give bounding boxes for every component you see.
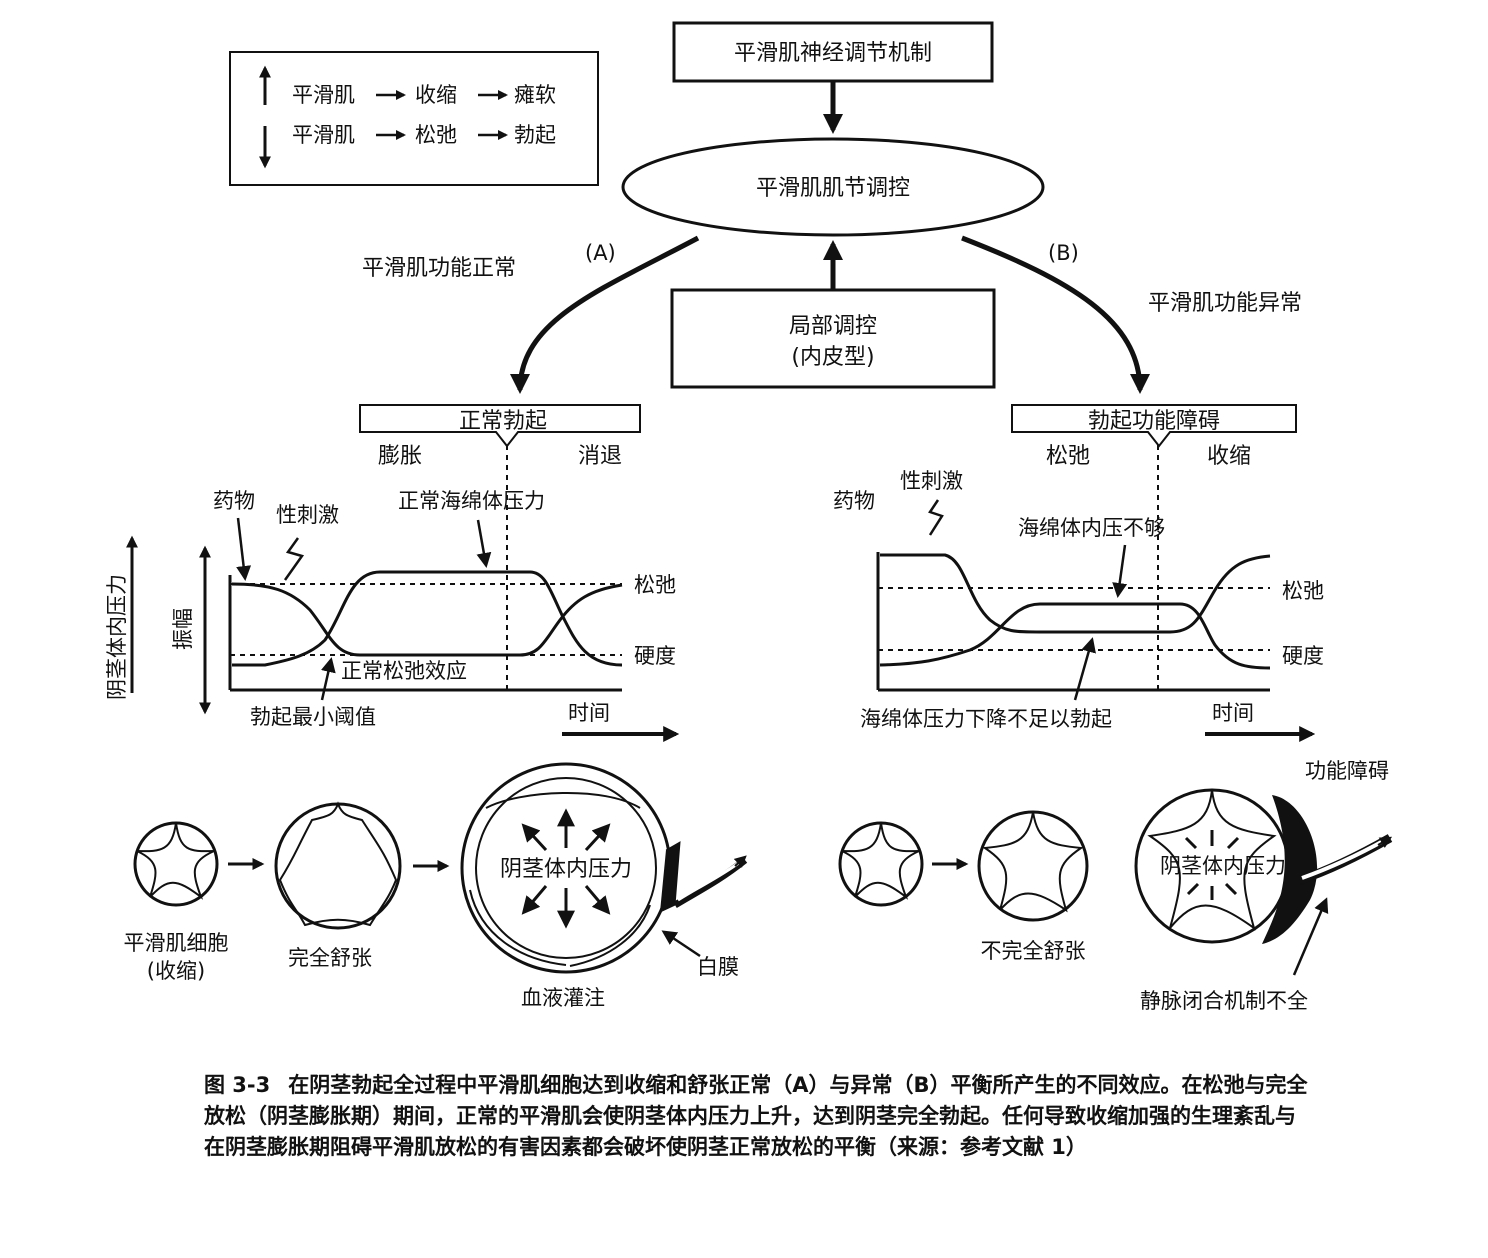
right-relax-curve [880,553,1271,634]
legend-row2-a: 平滑肌 [292,123,355,147]
right-time-label: 时间 [1212,701,1254,725]
insufficient-cell [1134,788,1393,944]
left-y-axis-inner: 振幅 [171,608,195,650]
right-pressure-curve [879,602,1271,670]
lightning-icon [283,537,305,581]
contracted-cell [133,821,219,907]
left-panel: 正常勃起 膨胀 消退 药物 性刺激 正常海绵体压力 阴茎体内压力 振幅 松弛 硬… [105,404,680,742]
local-regulation-box: 局部调控 (内皮型) [670,288,996,389]
right-drug: 药物 [833,489,875,513]
legend-box: 平滑肌 收缩 瘫软 平滑肌 松弛 勃起 [229,51,599,186]
sarcomere-regulation-label: 平滑肌肌节调控 [756,176,910,201]
left-relax-curve [231,582,623,657]
right-pressure-label: 海绵体内压不够 [1018,516,1165,540]
dysfunction-label: 功能障碍 [1305,759,1389,783]
lightning-icon [928,499,944,536]
legend-row1-c: 瘫软 [514,83,556,107]
dilated-cell [274,801,402,930]
partial-dilation-label: 不完全舒张 [981,939,1086,963]
cell-label-1: 平滑肌细胞 [124,931,229,955]
legend-row2-b: 松弛 [415,123,457,147]
left-phase-left: 膨胀 [378,444,422,469]
left-phase-right: 消退 [578,444,622,469]
full-dilation-label: 完全舒张 [288,946,372,970]
branch-a-label: 平滑肌功能正常 [362,256,516,281]
partial-dilated-cell [977,810,1089,922]
venous-label: 静脉闭合机制不全 [1140,989,1308,1013]
right-phase-left: 松弛 [1046,444,1090,469]
local-regulation-line1: 局部调控 [789,314,877,339]
right-inner-pressure: 阴茎体内压力 [1160,854,1286,878]
left-y-axis-outer: 阴茎体内压力 [105,574,129,700]
neural-regulation-label: 平滑肌神经调节机制 [734,41,932,66]
neural-regulation-box: 平滑肌神经调节机制 [672,21,994,83]
branch-b-arrow [961,235,1150,394]
right-banner: 勃起功能障碍 [1088,409,1220,434]
caption-text: 在阴茎勃起全过程中平滑肌细胞达到收缩和舒张正常（A）与异常（B）平衡所产生的不同… [204,1073,1308,1159]
left-pressure-curve [232,570,623,667]
perfused-cell [460,762,748,974]
caption-label: 图 3-3 [204,1073,271,1097]
left-min-threshold: 勃起最小阈值 [250,705,376,729]
legend-row1-b: 收缩 [415,83,457,107]
right-pressure-drop: 海绵体压力下降不足以勃起 [860,707,1112,731]
left-inner-pressure: 阴茎体内压力 [500,857,632,882]
sarcomere-regulation-ellipse: 平滑肌肌节调控 [621,137,1045,237]
left-relax-label: 松弛 [634,573,676,597]
branch-a-arrow [510,235,700,394]
branch-b-label: 平滑肌功能异常 [1148,291,1302,316]
local-regulation-line2: (内皮型) [791,345,874,370]
right-panel: 勃起功能障碍 松弛 收缩 药物 性刺激 海绵体内压不够 松弛 硬度 海绵体压力下… [833,404,1324,742]
left-time-label: 时间 [568,701,610,725]
legend-row2-c: 勃起 [514,123,556,147]
left-drug: 药物 [213,489,255,513]
blood-label: 血液灌注 [521,986,605,1010]
left-hard-label: 硬度 [634,644,676,668]
contracted-cell [838,821,924,907]
right-hard-label: 硬度 [1282,644,1324,668]
right-stim: 性刺激 [900,469,963,493]
left-pressure-label: 正常海绵体压力 [398,489,545,513]
right-relax-label: 松弛 [1282,579,1324,603]
left-normal-relax-effect: 正常松弛效应 [341,659,467,683]
tunica-label: 白膜 [697,955,739,979]
branch-a-tag: (A) [585,241,616,265]
left-stim: 性刺激 [276,503,339,527]
left-banner: 正常勃起 [459,409,547,434]
branch-b-tag: (B) [1048,241,1079,265]
cell-label-2: (收缩) [147,959,205,983]
legend-row1-a: 平滑肌 [292,83,355,107]
bottom-left-cells: 阴茎体内压力 平滑肌细胞 (收缩) 完全舒张 血液灌注 白膜 [124,762,748,1010]
right-phase-right: 收缩 [1207,444,1251,469]
bottom-right-cells: 阴茎体内压力 功能障碍 不完全舒张 静脉闭合机制不全 [838,759,1393,1013]
